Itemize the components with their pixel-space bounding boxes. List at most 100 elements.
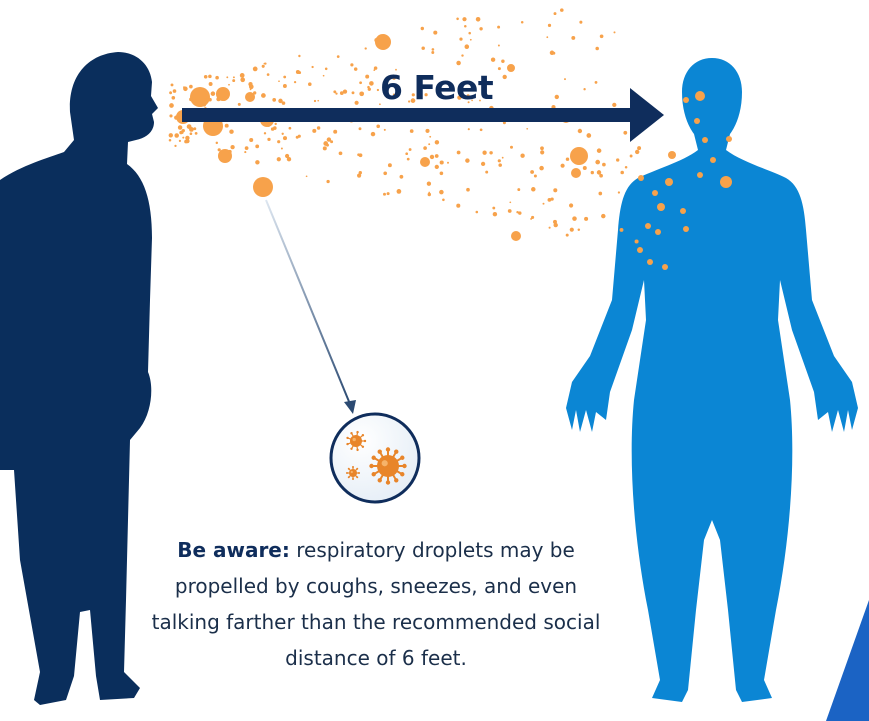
droplet-icon <box>350 63 353 66</box>
droplet-icon <box>208 75 212 79</box>
droplet-icon <box>410 129 414 133</box>
speaker-silhouette <box>0 52 158 705</box>
droplet-icon <box>498 163 502 167</box>
droplet-icon <box>409 148 412 151</box>
droplet-icon <box>570 147 588 165</box>
droplet-icon <box>400 175 404 179</box>
droplet-icon <box>330 140 333 143</box>
droplet-icon <box>668 151 676 159</box>
droplet-icon <box>470 39 472 41</box>
droplet-icon <box>431 51 434 54</box>
droplet-icon <box>652 190 658 196</box>
droplet-icon <box>468 32 471 35</box>
droplet-icon <box>655 229 661 235</box>
droplet-icon <box>298 71 301 74</box>
listener-figure <box>566 58 858 702</box>
droplet-icon <box>560 8 564 12</box>
droplet-icon <box>549 227 551 229</box>
droplet-icon <box>369 81 374 86</box>
droplet-icon <box>245 146 249 150</box>
droplet-icon <box>174 115 178 119</box>
droplet-icon <box>283 84 287 88</box>
droplet-icon <box>373 69 375 71</box>
droplet-icon <box>645 223 651 229</box>
droplet-icon <box>218 148 221 151</box>
droplet-icon <box>442 199 445 202</box>
droplet-icon <box>555 95 559 99</box>
droplet-icon <box>317 126 320 129</box>
droplet-icon <box>275 123 277 125</box>
droplet-icon <box>169 114 172 117</box>
magnify-pointer <box>266 200 356 414</box>
droplet-icon <box>695 91 705 101</box>
droplet-icon <box>591 171 594 174</box>
droplet-icon <box>553 188 557 192</box>
droplet-icon <box>238 103 241 106</box>
droplet-icon <box>579 21 582 24</box>
droplet-icon <box>377 89 379 91</box>
droplet-icon <box>440 172 444 176</box>
droplet-icon <box>169 133 173 137</box>
droplet-icon <box>383 171 387 175</box>
droplet-icon <box>630 155 633 158</box>
droplet-icon <box>308 82 312 86</box>
droplet-icon <box>637 146 641 150</box>
droplet-icon <box>189 85 193 89</box>
droplet-icon <box>262 65 265 68</box>
droplet-icon <box>216 142 218 144</box>
droplet-icon <box>510 146 513 149</box>
droplet-icon <box>566 157 569 160</box>
droplet-icon <box>511 231 521 241</box>
droplet-icon <box>702 137 708 143</box>
droplet-icon <box>244 151 246 153</box>
droplet-icon <box>365 47 367 49</box>
droplet-icon <box>694 118 700 124</box>
droplet-icon <box>174 133 179 138</box>
droplet-icon <box>421 46 424 49</box>
droplet-icon <box>298 135 301 138</box>
droplet-icon <box>178 125 182 129</box>
droplet-icon <box>571 36 575 40</box>
droplet-icon <box>595 47 599 51</box>
droplet-icon <box>183 86 185 88</box>
droplet-icon <box>287 157 291 161</box>
droplet-icon <box>635 239 639 243</box>
droplet-icon <box>554 12 557 15</box>
droplet-icon <box>333 130 337 134</box>
droplet-icon <box>456 61 461 66</box>
droplet-icon <box>479 27 482 30</box>
droplet-icon <box>539 166 544 171</box>
droplet-icon <box>428 143 430 145</box>
droplet-icon <box>433 31 437 35</box>
droplet-icon <box>216 97 220 101</box>
droplet-icon <box>583 88 585 90</box>
droplet-icon <box>530 170 534 174</box>
droplet-icon <box>570 228 574 232</box>
droplet-icon <box>498 67 501 70</box>
droplet-icon <box>662 264 668 270</box>
droplet-icon <box>240 73 245 78</box>
droplet-icon <box>228 84 230 86</box>
droplet-icon <box>268 125 270 127</box>
droplet-icon <box>509 201 511 203</box>
droplet-icon <box>195 132 198 135</box>
droplet-icon <box>493 212 497 216</box>
droplet-icon <box>578 129 582 133</box>
droplet-icon <box>267 73 270 76</box>
droplet-icon <box>339 151 343 155</box>
droplet-icon <box>503 75 507 79</box>
droplet-icon <box>620 228 624 232</box>
droplet-icon <box>530 218 532 220</box>
droplet-icon <box>720 176 732 188</box>
droplet-icon <box>481 162 485 166</box>
droplet-icon <box>397 189 402 194</box>
droplet-icon <box>476 17 481 22</box>
droplet-icon <box>173 89 177 93</box>
droplet-icon <box>232 79 235 82</box>
droplet-icon <box>184 140 188 144</box>
droplet-icon <box>428 192 430 194</box>
droplet-icon <box>179 131 182 134</box>
droplet-icon <box>435 140 439 144</box>
droplet-icon <box>647 259 653 265</box>
droplet-icon <box>457 151 461 155</box>
